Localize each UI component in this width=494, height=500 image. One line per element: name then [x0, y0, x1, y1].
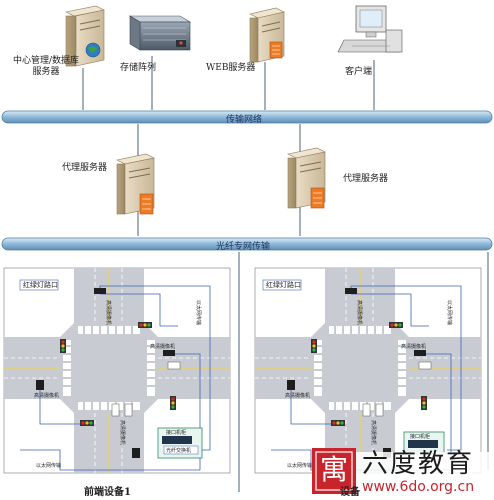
right-proxy-label: 代理服务器: [343, 174, 389, 184]
right-intersection-map: [254, 267, 482, 474]
left-camera-label: 高清摄像机: [105, 300, 111, 326]
left-fiber-switch-label: 光纤交换机: [166, 448, 192, 454]
right-ethernet-label: 以太网传输: [287, 463, 313, 469]
center-server-label: 中心管理/数据库 服务器: [12, 56, 80, 77]
web-server-icon: [249, 7, 285, 63]
left-interface-cabinet-label: 接口机柜: [166, 430, 187, 436]
client-label: 客户端: [345, 67, 373, 77]
storage-array-label: 存储阵列: [120, 63, 157, 73]
transport-bus: [1, 110, 493, 124]
transport-bus-label: 传输网络: [226, 115, 263, 125]
fiber-bus-label: 光纤专网传输: [216, 242, 271, 252]
left-camera-label: 高清摄像机: [150, 344, 176, 350]
left-camera-label: 高清摄像机: [119, 420, 125, 446]
center-server-icon: [65, 5, 105, 67]
right-camera-label: 高清摄像机: [356, 300, 362, 326]
client-pc-icon: [337, 5, 403, 53]
left-ethernet-label: 以太网传输: [195, 300, 201, 326]
right-camera-label: 高清摄像机: [401, 344, 427, 350]
storage-array-icon: [128, 15, 192, 51]
fiber-bus: [1, 237, 493, 251]
right-intersection-title: 红绿灯路口: [266, 281, 301, 289]
left-intersection-caption: 前端设备1: [84, 487, 131, 498]
left-intersection-map: [3, 267, 231, 474]
left-camera-label: 高清摄像机: [34, 393, 60, 399]
watermark-logo-icon: [312, 448, 356, 494]
right-camera-label: 高清摄像机: [285, 393, 311, 399]
right-interface-cabinet-label: 接口机柜: [410, 434, 431, 440]
left-ethernet-label: 以太网传输: [36, 463, 62, 469]
watermark-logo-char: 寓: [319, 453, 348, 486]
left-intersection-title: 红绿灯路口: [23, 281, 58, 289]
watermark-url: www.6do.org.cn: [362, 479, 475, 495]
watermark-name: 六度教育: [362, 449, 475, 479]
right-camera-label: 高清摄像机: [370, 420, 376, 446]
watermark-backdrop: [356, 452, 492, 496]
left-proxy-label: 代理服务器: [62, 163, 108, 173]
left-proxy-server-icon: [116, 153, 155, 215]
right-ethernet-label: 以太网传输: [446, 300, 452, 326]
right-intersection-caption: 设备: [340, 487, 360, 498]
right-proxy-server-icon: [287, 147, 326, 209]
web-server-label: WEB服务器: [206, 63, 256, 73]
